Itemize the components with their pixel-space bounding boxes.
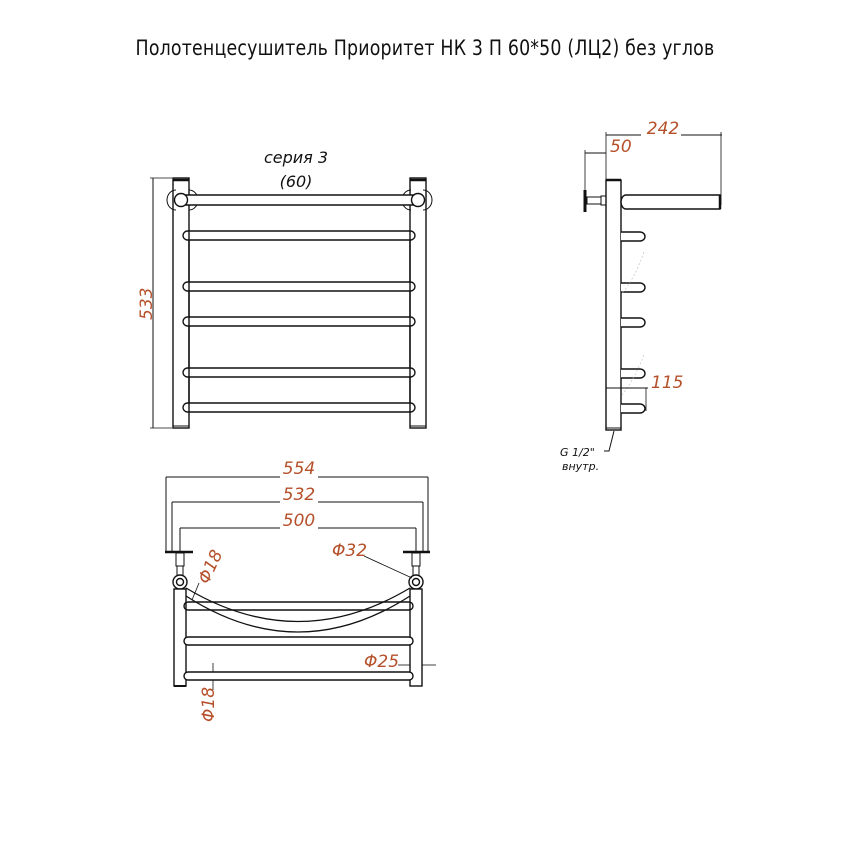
front-view: серия 3 (60) 533 [137, 148, 433, 429]
connection-dimension: 115 [651, 373, 683, 393]
riser-diameter-label: Φ25 [364, 652, 399, 672]
wall-offset-dimension: 50 [610, 137, 632, 157]
series-sub-label: (60) [280, 172, 313, 191]
side-view: 242 50 115 G 1/2" внутр. [560, 119, 722, 473]
series-label: серия 3 [264, 148, 328, 167]
drawing-title: Полотенцесушитель Приоритет НК 3 П 60*50… [135, 36, 715, 60]
center-distance-dimension: 500 [283, 511, 315, 531]
bracket-diameter-label: Φ32 [332, 541, 367, 561]
height-dimension: 533 [137, 288, 157, 320]
top-view: 554 532 500 [165, 459, 436, 722]
thread-sublabel: внутр. [562, 460, 599, 473]
rung-diameter-label: Φ18 [199, 687, 219, 722]
thread-label: G 1/2" [560, 446, 595, 459]
bracket-pipe-diameter-label: Φ18 [194, 547, 227, 587]
overall-width-dimension: 554 [283, 459, 315, 479]
depth-dimension: 242 [647, 119, 679, 139]
mount-width-dimension: 532 [283, 485, 315, 505]
